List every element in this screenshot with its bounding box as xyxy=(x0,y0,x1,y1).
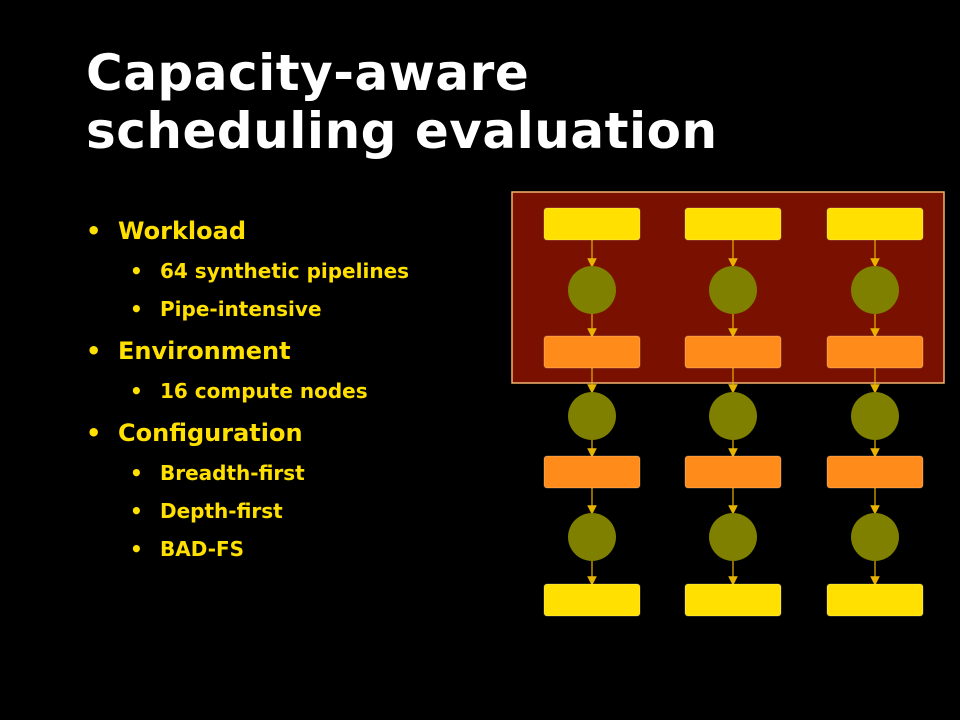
title-line-2: scheduling evaluation xyxy=(86,102,718,160)
title-line-1: Capacity-aware xyxy=(86,44,530,102)
intermediate-file-box-3 xyxy=(826,455,924,489)
process-node-3 xyxy=(851,392,899,440)
input-file-box-2 xyxy=(684,207,782,241)
intermediate-file-box-1 xyxy=(543,455,641,489)
intermediate-file-box-2 xyxy=(684,455,782,489)
process-node-2 xyxy=(709,266,757,314)
process-node-2 xyxy=(709,513,757,561)
bullet-group-configuration: Configuration Breadth-first Depth-first … xyxy=(86,418,506,562)
bullet-environment: Environment xyxy=(86,336,506,366)
sub-bullet: Pipe-intensive xyxy=(86,296,506,322)
sub-bullet: 16 compute nodes xyxy=(86,378,506,404)
output-file-box-3 xyxy=(826,583,924,617)
output-file-box-1 xyxy=(543,583,641,617)
process-node-1 xyxy=(568,266,616,314)
bullet-workload: Workload xyxy=(86,216,506,246)
input-file-box-1 xyxy=(543,207,641,241)
sub-bullet: Depth-first xyxy=(86,498,506,524)
bullet-list: Workload 64 synthetic pipelines Pipe-int… xyxy=(86,212,506,562)
intermediate-file-box-1 xyxy=(543,335,641,369)
slide-title: Capacity-aware scheduling evaluation xyxy=(86,44,906,160)
bullet-configuration: Configuration xyxy=(86,418,506,448)
bullet-group-workload: Workload 64 synthetic pipelines Pipe-int… xyxy=(86,216,506,322)
bullet-group-environment: Environment 16 compute nodes xyxy=(86,336,506,404)
process-node-2 xyxy=(709,392,757,440)
sub-bullet: BAD-FS xyxy=(86,536,506,562)
intermediate-file-box-2 xyxy=(684,335,782,369)
sub-bullet: 64 synthetic pipelines xyxy=(86,258,506,284)
output-file-box-2 xyxy=(684,583,782,617)
process-node-3 xyxy=(851,513,899,561)
process-node-1 xyxy=(568,392,616,440)
process-node-1 xyxy=(568,513,616,561)
process-node-3 xyxy=(851,266,899,314)
input-file-box-3 xyxy=(826,207,924,241)
sub-bullet: Breadth-first xyxy=(86,460,506,486)
intermediate-file-box-3 xyxy=(826,335,924,369)
